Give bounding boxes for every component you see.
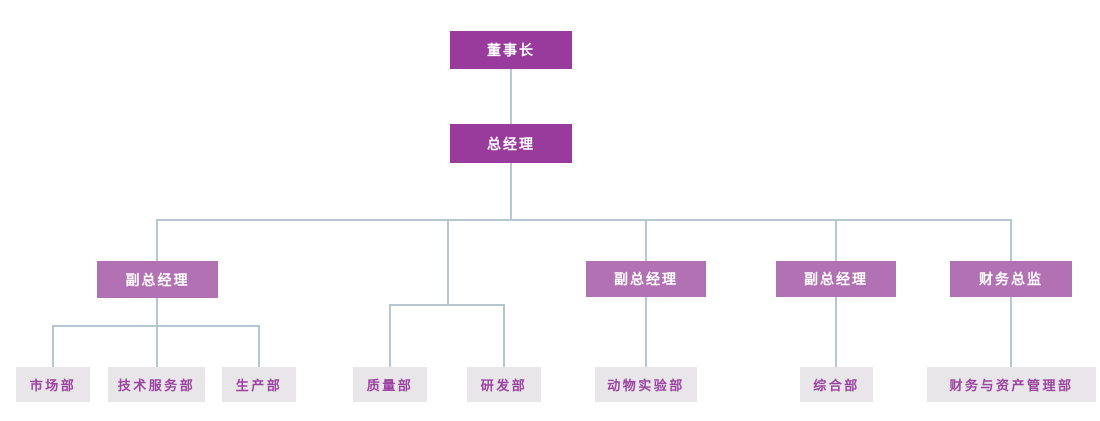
- connector-drop-deputy-gm-2: [645, 219, 647, 261]
- connector-drop-rnd: [503, 303, 505, 368]
- node-chairman: 董事长: [450, 31, 572, 69]
- connector-drop-deputy-gm-3: [835, 219, 837, 261]
- connector-chairman-gm: [509, 69, 512, 124]
- connector-mid-branch-bar: [389, 303, 505, 306]
- connector-drop-general-affairs: [835, 297, 837, 367]
- node-deputy-gm-1: 副总经理: [97, 261, 218, 298]
- connector-drop-finance-director: [1010, 219, 1012, 261]
- node-finance-asset-dept: 财务与资产管理部: [927, 367, 1096, 402]
- node-quality-dept: 质量部: [353, 367, 427, 402]
- node-rnd-dept: 研发部: [467, 367, 541, 402]
- node-general-affairs-dept: 综合部: [800, 367, 873, 402]
- connector-drop-mid-branch: [446, 219, 449, 305]
- node-animal-lab-dept: 动物实验部: [595, 367, 697, 402]
- connector-drop-animal-lab: [645, 297, 647, 367]
- connector-drop-tech-service: [156, 324, 158, 368]
- connector-deputy-gm-1-stem: [156, 298, 158, 326]
- connector-drop-deputy-gm-1: [156, 219, 158, 261]
- node-general-manager: 总经理: [450, 124, 572, 163]
- connector-drop-quality: [389, 303, 391, 368]
- connector-drop-marketing: [52, 324, 54, 368]
- connector-gm-bus: [509, 163, 512, 220]
- node-marketing-dept: 市场部: [16, 367, 90, 402]
- connector-bus: [156, 219, 1012, 221]
- node-finance-director: 财务总监: [950, 261, 1072, 297]
- node-deputy-gm-3: 副总经理: [776, 261, 896, 297]
- connector-drop-finance-asset: [1010, 297, 1012, 367]
- connector-drop-production: [258, 324, 260, 368]
- node-tech-service-dept: 技术服务部: [108, 367, 205, 402]
- node-deputy-gm-2: 副总经理: [586, 261, 706, 297]
- node-production-dept: 生产部: [222, 367, 296, 402]
